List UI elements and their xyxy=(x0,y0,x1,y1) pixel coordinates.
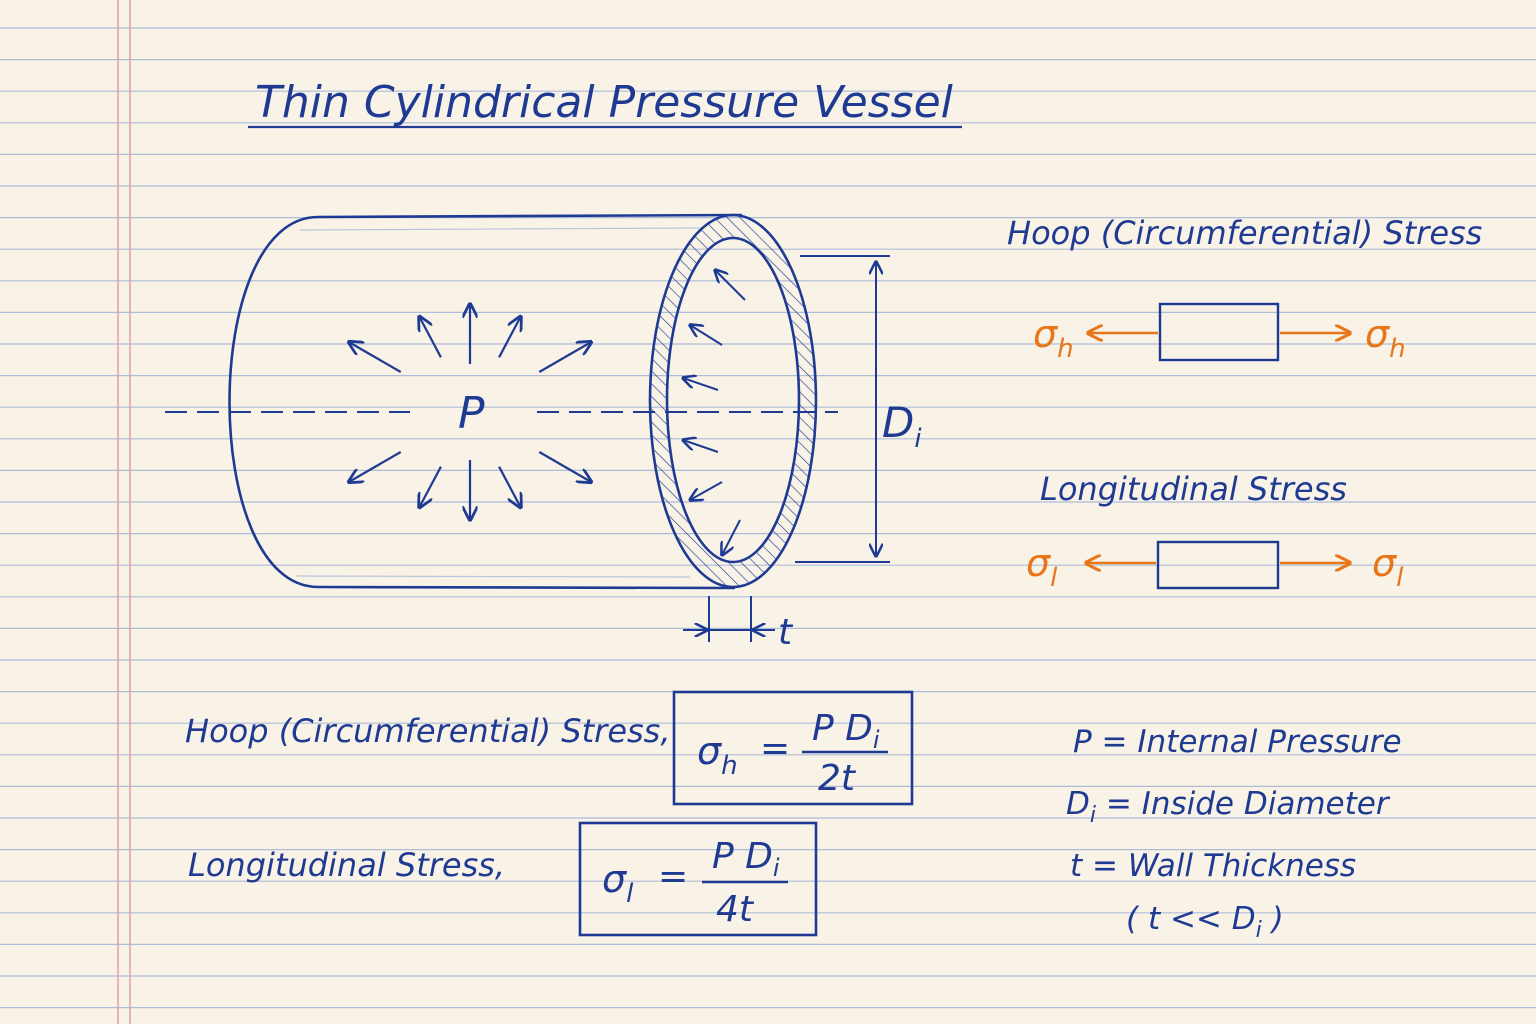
pressure-arrow xyxy=(498,317,521,358)
pressure-arrow xyxy=(538,342,591,373)
cylinder-back-arc xyxy=(228,215,319,589)
diameter-dimension xyxy=(795,255,890,563)
page-title: Thin Cylindrical Pressure Vessel xyxy=(255,77,954,128)
wall-pressure-arrow xyxy=(683,440,719,453)
pressure-arrows xyxy=(349,304,591,520)
wall-pressure-arrow xyxy=(683,378,719,391)
hoop-formula-num: P Di xyxy=(812,708,880,754)
long-formula-den: 4t xyxy=(716,889,755,930)
pressure-label: P xyxy=(458,388,485,439)
long-sigma-right: σl xyxy=(1372,541,1404,593)
wall-pressure-arrow xyxy=(715,270,746,301)
pressure-arrow xyxy=(498,466,521,508)
hoop-element-title: Hoop (Circumferential) Stress xyxy=(1007,214,1482,252)
internal-wall-arrows xyxy=(683,270,746,555)
hoop-formula-lhs: σh xyxy=(697,729,738,781)
long-formula-num: P Di xyxy=(712,836,780,882)
hoop-sigma-right: σh xyxy=(1365,312,1406,364)
hoop-formula-label: Hoop (Circumferential) Stress, xyxy=(185,712,671,750)
cylinder-bottom-edge xyxy=(317,585,736,590)
wall-pressure-arrow xyxy=(690,481,723,500)
hoop-formula-box xyxy=(672,690,914,806)
legend-condition: ( t << Di ) xyxy=(1126,901,1284,943)
hoop-formula-eq: = xyxy=(760,728,790,769)
long-formula-eq: = xyxy=(658,856,688,897)
long-element-title: Longitudinal Stress xyxy=(1040,470,1347,508)
wall-pressure-arrow xyxy=(690,325,723,346)
inner-end-ellipse xyxy=(665,236,801,564)
legend-diameter: Di = Inside Diameter xyxy=(1066,786,1391,828)
long-formula-lhs: σl xyxy=(602,857,634,909)
pressure-arrow xyxy=(419,466,442,508)
cylinder-drawing xyxy=(228,213,818,590)
pressure-arrow xyxy=(349,342,402,373)
wall-pressure-arrow xyxy=(722,519,741,555)
hoop-sigma-left: σh xyxy=(1033,312,1074,364)
long-sigma-left: σl xyxy=(1026,541,1058,593)
diameter-label: Di xyxy=(882,398,922,454)
thickness-dimension xyxy=(683,596,775,642)
cylinder-top-edge xyxy=(317,213,743,219)
legend-pressure: P = Internal Pressure xyxy=(1073,724,1402,760)
hoop-element-box xyxy=(1158,302,1280,362)
long-formula-label: Longitudinal Stress, xyxy=(188,846,505,884)
thickness-label: t xyxy=(778,612,794,653)
cylinder-shading-bottom xyxy=(295,575,691,578)
long-formula-box xyxy=(578,821,818,937)
outer-end-ellipse xyxy=(648,213,818,589)
pressure-arrow xyxy=(538,451,591,482)
long-element-box xyxy=(1156,540,1280,590)
pressure-arrow xyxy=(349,451,402,482)
legend-thickness: t = Wall Thickness xyxy=(1070,848,1356,884)
pressure-arrow xyxy=(419,317,442,358)
hoop-formula-den: 2t xyxy=(818,758,857,799)
cylinder-shading-top xyxy=(299,227,701,231)
